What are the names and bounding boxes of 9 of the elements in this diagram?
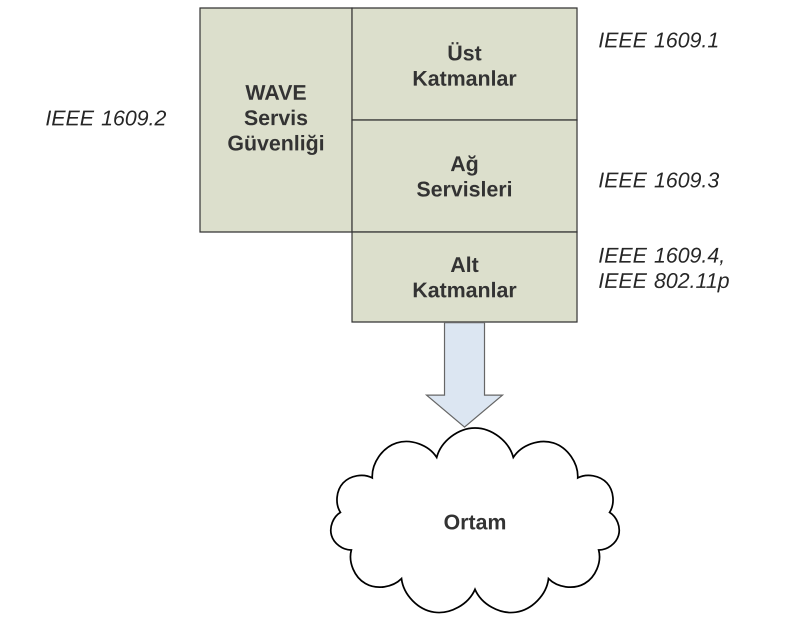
standard-label: IEEE 1609.3	[599, 172, 720, 188]
block-arrow	[424, 322, 504, 428]
layer-box: WAVE Servis Güvenliği	[199, 7, 353, 233]
standard-label: IEEE 1609.4, IEEE 802.11p	[599, 248, 729, 292]
layer-box: Üst Katmanlar	[351, 7, 578, 121]
standard-label: IEEE 1609.2	[46, 110, 166, 126]
layer-box: Ağ Servisleri	[351, 119, 578, 233]
layer-box: Alt Katmanlar	[351, 231, 578, 323]
standard-label: IEEE 1609.1	[599, 32, 718, 48]
